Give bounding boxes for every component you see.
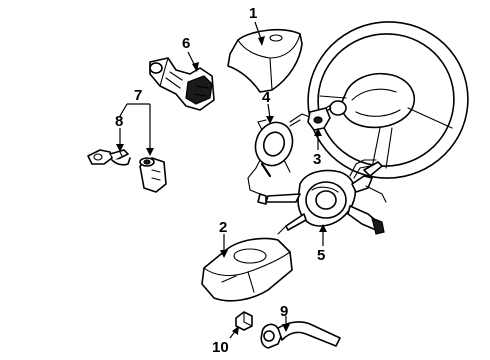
horn-contact: [307, 103, 333, 131]
combination-switch: [257, 159, 387, 235]
callout-4: 4: [262, 89, 271, 106]
callout-9: 9: [280, 303, 288, 320]
callout-6: 6: [182, 35, 190, 52]
callout-leaders: [116, 21, 327, 339]
callout-3: 3: [313, 151, 321, 168]
column-shroud-lower: [201, 237, 293, 302]
tilt-lever: [260, 321, 341, 349]
steering-wheel: [307, 21, 469, 179]
callout-5: 5: [317, 247, 325, 264]
callout-7: 7: [134, 87, 142, 104]
callout-10: 10: [212, 339, 229, 356]
callout-1: 1: [249, 5, 257, 22]
lock-cylinder: [139, 157, 167, 193]
callout-2: 2: [219, 219, 227, 236]
small-bracket: [235, 311, 253, 331]
column-shroud-upper: [227, 28, 303, 93]
callout-8: 8: [115, 113, 123, 130]
ignition-key: [87, 149, 131, 166]
multifunction-switch: [149, 57, 215, 111]
